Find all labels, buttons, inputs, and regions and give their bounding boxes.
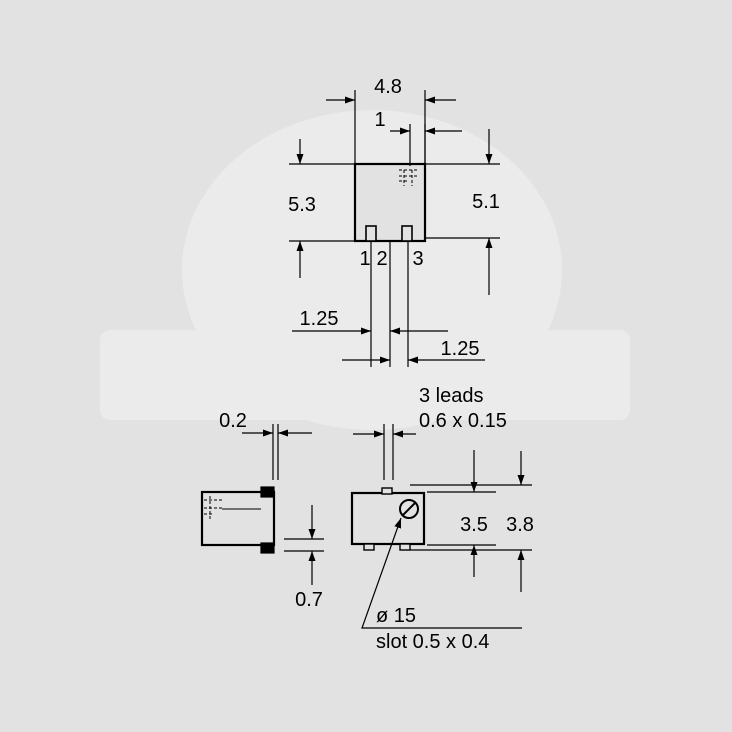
pin-label-2: 2 <box>376 248 387 270</box>
leads-label-line2: 0.6 x 0.15 <box>419 410 507 432</box>
screw-leader <box>361 517 522 629</box>
side-lead-bottom <box>260 542 275 554</box>
pitch-left-label: 1.25 <box>300 308 339 330</box>
side-view-body <box>200 490 276 547</box>
pin-label-3: 3 <box>412 248 423 270</box>
background-watermark <box>100 110 630 430</box>
thickness-label: 0.2 <box>219 410 247 432</box>
pin-label-1: 1 <box>359 248 370 270</box>
height-right-label: 5.1 <box>472 191 500 213</box>
screw-slot <box>401 501 417 517</box>
height-inner-label: 3.5 <box>460 514 488 536</box>
width-label: 4.8 <box>374 76 402 98</box>
side-adjust-marker <box>204 496 222 520</box>
adjust-marker <box>399 169 419 186</box>
pitch-right-label: 1.25 <box>441 338 480 360</box>
leads-label-line1: 3 leads <box>419 385 484 407</box>
front-lead-top <box>381 487 393 495</box>
front-view <box>350 424 532 629</box>
side-lead-top <box>260 486 275 498</box>
offset-label: 1 <box>374 109 385 131</box>
height-left-label: 5.3 <box>288 194 316 216</box>
side-view <box>200 424 324 585</box>
standoff-label: 0.7 <box>295 589 323 611</box>
pin-pad-1-2 <box>365 225 377 242</box>
pin-pad-3 <box>401 225 413 242</box>
slot-label: slot 0.5 x 0.4 <box>376 631 489 653</box>
top-view <box>289 90 500 367</box>
front-lead-bottom-right <box>399 543 411 551</box>
height-outer-label: 3.8 <box>506 514 534 536</box>
front-lead-bottom-left <box>363 543 375 551</box>
diameter-label: ø 15 <box>376 605 416 627</box>
